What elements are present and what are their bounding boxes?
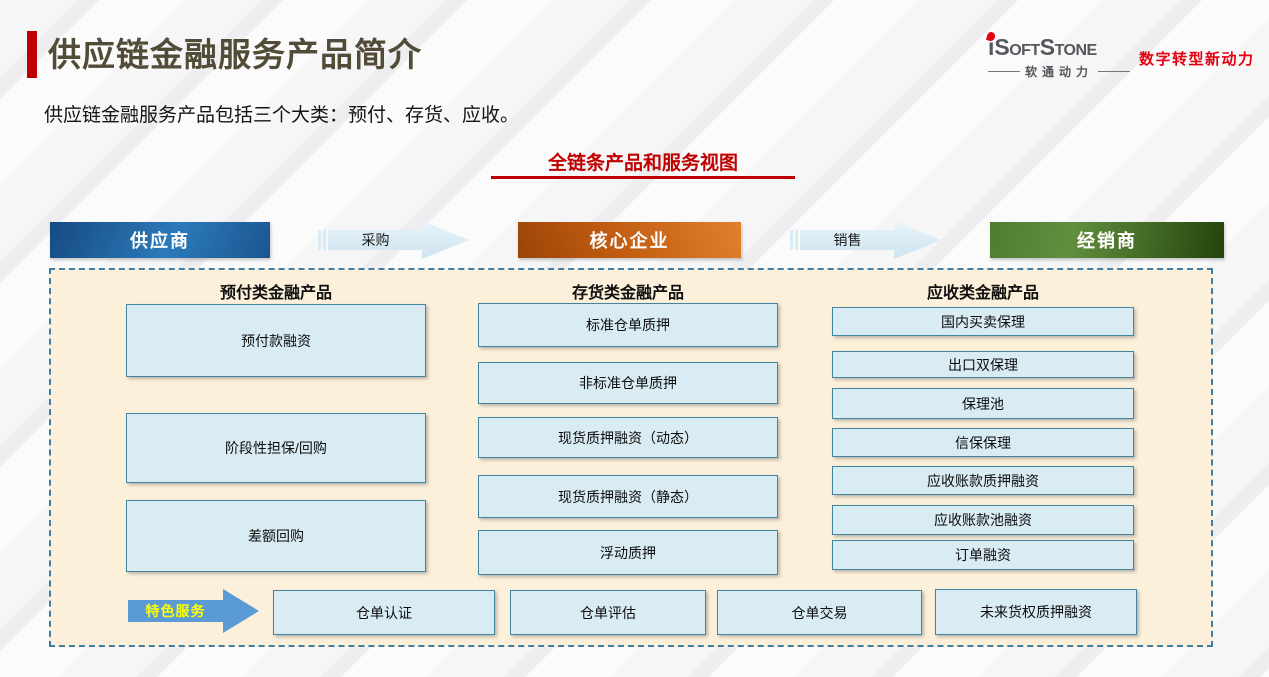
flow-node-supplier: 供应商 (50, 222, 270, 258)
product-box: 标准仓单质押 (478, 303, 778, 347)
logo-letter-i: i (985, 31, 997, 60)
product-box: 国内买卖保理 (832, 307, 1134, 336)
flow-arrow-purchase: 采购 (318, 221, 470, 259)
product-box: 信保保理 (832, 428, 1134, 457)
logo-i-text: i (988, 34, 995, 60)
logo-rule-right (1098, 71, 1131, 72)
logo-slogan: 数字转型新动力 (1139, 51, 1255, 68)
special-services-arrow: 特色服务 (128, 589, 260, 633)
special-services-arrow-icon (128, 589, 259, 633)
product-box: 仓单评估 (510, 590, 706, 635)
product-box: 差额回购 (126, 500, 426, 572)
isoftstone-logo: i SoftStone 软通动力 (985, 31, 1138, 80)
title-accent-bar (27, 31, 37, 78)
product-box: 未来货权质押融资 (935, 589, 1137, 635)
product-box: 应收账款质押融资 (832, 466, 1134, 495)
product-box: 出口双保理 (832, 351, 1134, 378)
product-box: 仓单认证 (273, 590, 495, 635)
logo-wordmark: i SoftStone (985, 31, 1138, 60)
flow-arrow-icon (790, 221, 941, 259)
product-box: 仓单交易 (717, 590, 922, 635)
product-box: 订单融资 (832, 540, 1134, 570)
product-box: 浮动质押 (478, 530, 778, 575)
product-box: 非标准仓单质押 (478, 362, 778, 404)
page-title: 供应链金融服务产品简介 (48, 36, 422, 73)
flow-arrow-sales-label: 销售 (833, 232, 862, 248)
section-heading-underline (491, 176, 795, 179)
logo-chinese-row: 软通动力 (988, 63, 1131, 80)
flow-arrow-sales: 销售 (790, 221, 942, 259)
product-box: 现货质押融资（静态） (478, 475, 778, 518)
product-box: 应收账款池融资 (832, 505, 1134, 535)
flow-node-core-enterprise: 核心企业 (518, 222, 741, 258)
product-box: 预付款融资 (126, 304, 426, 377)
column-header-prepayment: 预付类金融产品 (219, 285, 332, 302)
logo-rule-left (988, 71, 1020, 72)
flow-arrow-purchase-label: 采购 (361, 232, 390, 248)
product-box: 阶段性担保/回购 (126, 413, 426, 483)
flow-arrow-icon (318, 221, 469, 259)
logo-chinese-name: 软通动力 (1025, 65, 1094, 79)
product-box: 现货质押融资（动态） (478, 417, 778, 458)
logo-brand-text: SoftStone (994, 34, 1097, 60)
special-services-label: 特色服务 (145, 603, 206, 619)
column-header-receivables: 应收类金融产品 (926, 285, 1039, 302)
flow-node-dealer: 经销商 (990, 222, 1224, 258)
section-heading: 全链条产品和服务视图 (547, 153, 738, 174)
subtitle: 供应链金融服务产品包括三个大类：预付、存货、应收。 (44, 105, 520, 126)
column-header-inventory: 存货类金融产品 (571, 285, 684, 302)
product-box: 保理池 (832, 388, 1134, 419)
